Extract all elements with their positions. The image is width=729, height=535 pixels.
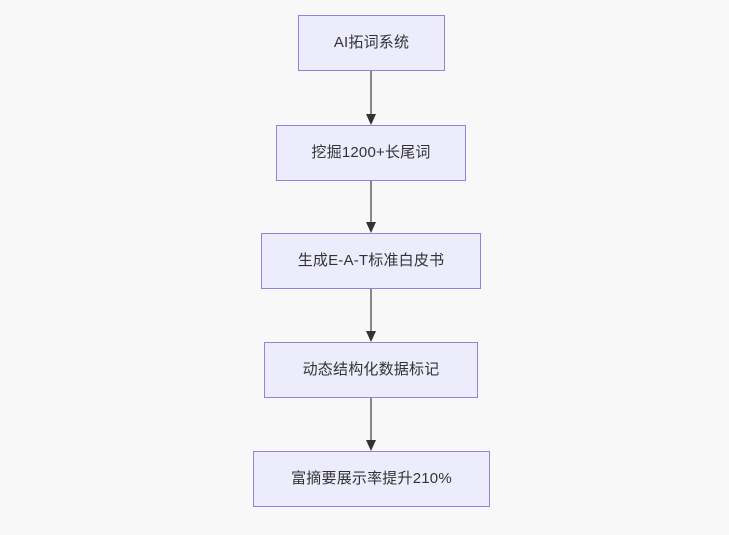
node-label: AI拓词系统 (333, 34, 410, 51)
flowchart-node-mine-longtail-keywords[interactable]: 挖掘1200+长尾词 (276, 125, 466, 181)
arrowhead-icon (366, 331, 376, 342)
edge-n4-n5 (366, 398, 376, 451)
node-label: 富摘要展示率提升210% (291, 470, 452, 487)
node-label: 生成E-A-T标准白皮书 (297, 252, 445, 269)
flowchart-node-rich-snippet-impression-lift[interactable]: 富摘要展示率提升210% (253, 451, 490, 507)
edge-n3-n4 (366, 289, 376, 342)
flowchart-node-generate-eat-whitepaper[interactable]: 生成E-A-T标准白皮书 (261, 233, 481, 289)
flowchart-node-dynamic-structured-data-markup[interactable]: 动态结构化数据标记 (264, 342, 478, 398)
node-label: 动态结构化数据标记 (302, 361, 440, 378)
arrowhead-icon (366, 114, 376, 125)
edge-n2-n3 (366, 181, 376, 233)
edge-n1-n2 (366, 71, 376, 125)
arrowhead-icon (366, 440, 376, 451)
node-label: 挖掘1200+长尾词 (311, 144, 431, 161)
arrowhead-icon (366, 222, 376, 233)
flowchart-node-ai-keyword-system[interactable]: AI拓词系统 (298, 15, 445, 71)
